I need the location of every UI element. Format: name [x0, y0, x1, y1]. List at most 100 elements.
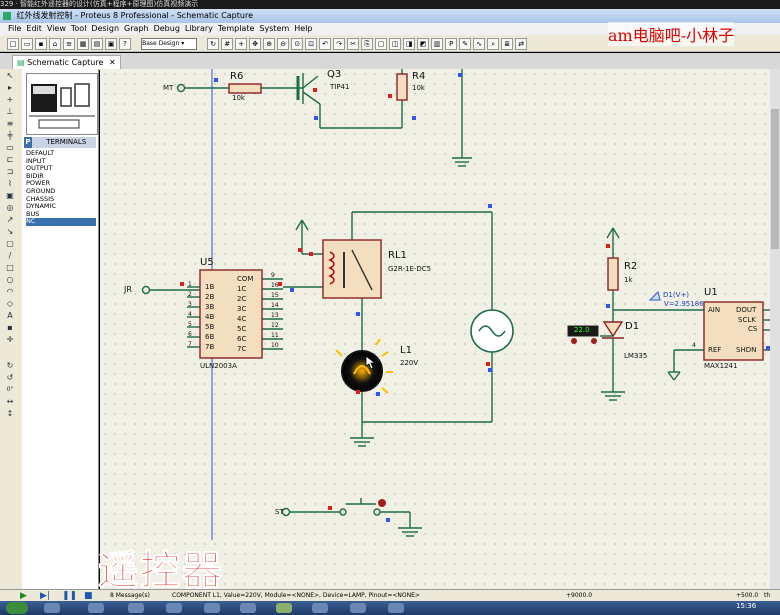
terminal-item-chassis[interactable]: CHASSIS: [26, 194, 55, 203]
taskbar-player-icon[interactable]: [350, 603, 366, 613]
taskbar-explorer-icon[interactable]: [44, 603, 60, 613]
block-move-icon[interactable]: ◨: [403, 38, 416, 50]
terminals-icon[interactable]: ⊏: [6, 155, 14, 164]
grid-icon[interactable]: #: [221, 38, 234, 50]
pan-icon[interactable]: ✥: [249, 38, 262, 50]
taskbar-media-icon[interactable]: [166, 603, 182, 613]
vertical-scrollbar[interactable]: [770, 69, 780, 589]
tab-schematic-capture[interactable]: ▤ Schematic Capture ✕: [12, 55, 121, 70]
terminal-item-power[interactable]: POWER: [26, 179, 51, 188]
rotate-cw-icon[interactable]: ↻: [6, 361, 14, 370]
junction-dot-icon[interactable]: +: [6, 95, 14, 104]
step-button[interactable]: ▶|: [40, 591, 50, 601]
rotation-angle-field[interactable]: 0°: [6, 386, 14, 393]
taskbar-tool-icon[interactable]: [240, 603, 256, 613]
bom-icon[interactable]: ▤: [91, 38, 103, 50]
play-button[interactable]: ▶: [20, 591, 27, 601]
cut-icon[interactable]: ✂: [347, 38, 360, 50]
menu-library[interactable]: Library: [184, 24, 213, 33]
property-icon[interactable]: ≣: [501, 38, 514, 50]
probe-current-icon[interactable]: ↘: [6, 227, 14, 236]
start-button[interactable]: [6, 602, 28, 614]
paste-icon[interactable]: ▢: [375, 38, 388, 50]
search-icon[interactable]: ⌕: [487, 38, 500, 50]
text-script-icon[interactable]: ≡: [6, 119, 14, 128]
taskbar-record-icon[interactable]: [388, 603, 404, 613]
line-icon[interactable]: /: [8, 251, 12, 260]
menu-template[interactable]: Template: [217, 24, 255, 33]
menu-view[interactable]: View: [46, 24, 66, 33]
bus-icon[interactable]: ╪: [7, 131, 13, 140]
rotate-ccw-icon[interactable]: ↺: [6, 373, 14, 382]
terminal-item-dynamic[interactable]: DYNAMIC: [26, 202, 56, 211]
menu-debug[interactable]: Debug: [153, 24, 180, 33]
overview-preview[interactable]: [26, 73, 98, 135]
component-mode-icon[interactable]: ▸: [7, 83, 12, 92]
terminal-item-output[interactable]: OUTPUT: [26, 164, 53, 173]
block-rotate-icon[interactable]: ◩: [417, 38, 430, 50]
taskbar-chrome-icon[interactable]: [204, 603, 220, 613]
symbol-icon[interactable]: ▪: [7, 323, 13, 332]
generator-icon[interactable]: ◎: [6, 203, 14, 212]
schematic-canvas[interactable]: [100, 69, 770, 589]
menu-help[interactable]: Help: [294, 24, 313, 33]
menu-edit[interactable]: Edit: [26, 24, 42, 33]
pick-device-icon[interactable]: P: [445, 38, 458, 50]
home-icon[interactable]: ⌂: [49, 38, 61, 50]
text-icon[interactable]: A: [7, 311, 13, 320]
messages-count[interactable]: 8 Message(s): [110, 592, 150, 599]
code-icon[interactable]: ▣: [105, 38, 117, 50]
terminal-item-bus[interactable]: BUS: [26, 209, 40, 218]
wire-autoroute-icon[interactable]: ∿: [473, 38, 486, 50]
layout-icon[interactable]: ▦: [77, 38, 89, 50]
zoom-area-icon[interactable]: ⊡: [305, 38, 318, 50]
new-icon[interactable]: □: [7, 38, 19, 50]
mirror-vertical-icon[interactable]: ↕: [6, 409, 14, 418]
subcircuit-icon[interactable]: ▭: [6, 143, 14, 152]
terminal-item-bidir[interactable]: BIDIR: [26, 171, 44, 180]
redo-icon[interactable]: ↷: [333, 38, 346, 50]
menu-system[interactable]: System: [259, 24, 290, 33]
stop-button[interactable]: ■: [84, 591, 93, 601]
block-delete-icon[interactable]: ▥: [431, 38, 444, 50]
terminal-item-default[interactable]: DEFAULT: [26, 149, 55, 157]
pin-icon[interactable]: ⊐: [6, 167, 14, 176]
netlist-icon[interactable]: ⇄: [515, 38, 528, 50]
taskbar-proteus-icon[interactable]: [276, 603, 292, 613]
instrument-icon[interactable]: ▢: [6, 239, 14, 248]
marker-icon[interactable]: ✛: [6, 335, 14, 344]
terminal-item-ground[interactable]: GROUND: [26, 187, 56, 195]
mirror-horizontal-icon[interactable]: ↔: [6, 397, 14, 406]
pause-button[interactable]: ❚❚: [62, 591, 78, 601]
block-copy-icon[interactable]: ◫: [389, 38, 402, 50]
open-icon[interactable]: ▭: [21, 38, 33, 50]
taskbar-editor-icon[interactable]: [312, 603, 328, 613]
zoom-out-icon[interactable]: ⊖: [277, 38, 290, 50]
arc-icon[interactable]: ◠: [6, 287, 14, 296]
copy-icon[interactable]: ⎘: [361, 38, 374, 50]
graph-icon[interactable]: ⌇: [8, 179, 12, 188]
menu-file[interactable]: File: [8, 24, 22, 33]
selection-mode-icon[interactable]: ↖: [6, 71, 14, 80]
menu-tool[interactable]: Tool: [70, 24, 87, 33]
undo-icon[interactable]: ↶: [319, 38, 332, 50]
tab-close-icon[interactable]: ✕: [108, 58, 116, 67]
terminal-item-input[interactable]: INPUT: [26, 156, 46, 165]
origin-icon[interactable]: +: [235, 38, 248, 50]
scroll-thumb[interactable]: [771, 109, 779, 249]
refresh-icon[interactable]: ↻: [207, 38, 220, 50]
terminal-item-nc[interactable]: NC: [26, 218, 96, 226]
wire-label-icon[interactable]: ⊥: [6, 107, 14, 116]
tape-icon[interactable]: ▣: [6, 191, 14, 200]
design-variant-select[interactable]: Base Design ▾: [141, 38, 198, 50]
schematic-icon[interactable]: ≡: [63, 38, 75, 50]
taskbar-browser-icon[interactable]: [128, 603, 144, 613]
pick-button[interactable]: P: [24, 137, 32, 148]
probe-voltage-icon[interactable]: ↗: [6, 215, 14, 224]
menu-graph[interactable]: Graph: [124, 24, 149, 33]
taskbar-app-icon[interactable]: [88, 603, 104, 613]
path-icon[interactable]: ◇: [6, 299, 14, 308]
box-icon[interactable]: □: [6, 263, 14, 272]
circle-icon[interactable]: ○: [6, 275, 14, 284]
menu-design[interactable]: Design: [91, 24, 120, 33]
